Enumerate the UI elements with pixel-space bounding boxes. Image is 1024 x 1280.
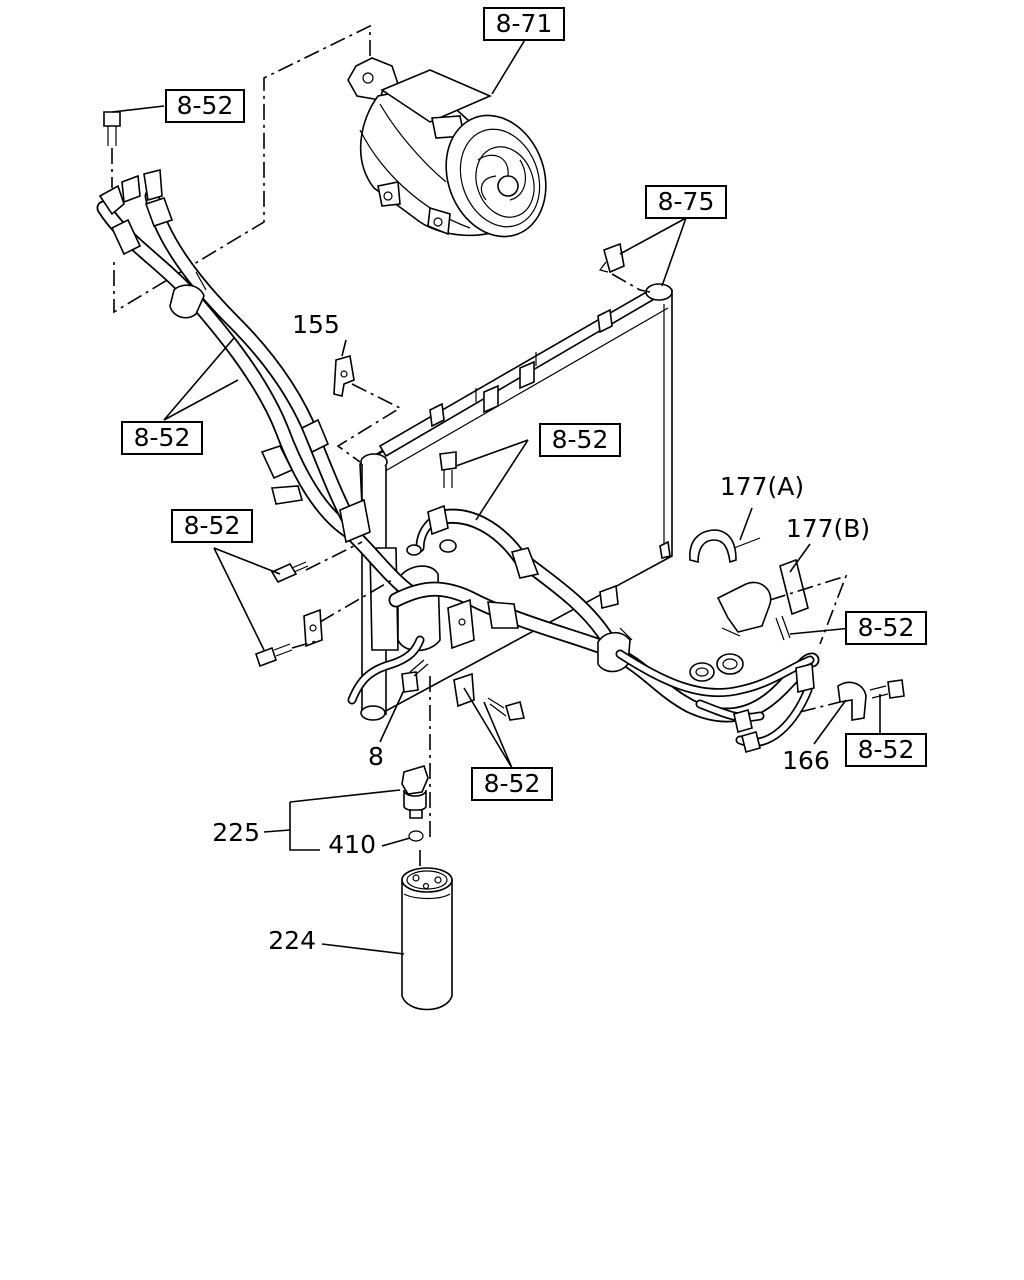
callout-bolt-bottom[interactable]: 8-52 [471,767,553,801]
callout-bracket-right-label: 8-52 [858,613,915,642]
part-166-label[interactable]: 166 [782,746,830,775]
callout-compressor[interactable]: 8-71 [483,7,565,41]
condenser-bracket-icon [598,242,651,293]
callout-bolt-center-label: 8-52 [552,425,609,454]
part-177a-label[interactable]: 177(A) [720,472,804,501]
liquid-line-icon [388,508,820,753]
clip-177b-icon [716,558,848,645]
part-177b-label[interactable]: 177(B) [786,514,870,543]
callout-clamp-left-label: 8-52 [184,511,241,540]
left-clamp-bolts-icon [254,541,393,668]
part-410-label[interactable]: 410 [328,830,376,859]
callout-bolt-top-label: 8-52 [177,91,234,120]
callout-clamp-left[interactable]: 8-52 [171,509,253,543]
discharge-suction-hoses [96,168,418,600]
receiver-bracket-icon [347,504,475,708]
callout-bolt-top[interactable]: 8-52 [165,89,245,123]
receiver-drier-icon [401,867,453,1011]
callout-hoses[interactable]: 8-52 [121,421,203,455]
part-225-label[interactable]: 225 [212,818,260,847]
part-8-label[interactable]: 8 [368,742,384,771]
callout-bolt-center[interactable]: 8-52 [539,423,621,457]
oring-icon [408,830,424,842]
clip-166-icon [799,681,867,721]
callout-compressor-label: 8-71 [496,9,553,38]
callout-bracket-right[interactable]: 8-52 [845,611,927,645]
bolt-icons [103,111,905,721]
bracket-155-icon [333,354,402,463]
ac-compressor-icon [347,57,547,238]
callout-hoses-label: 8-52 [134,423,191,452]
clip-177a-icon [689,529,761,564]
callout-bolt-bottom-label: 8-52 [484,769,541,798]
pressure-switch-icon [401,765,429,819]
callout-condenser-label: 8-75 [658,187,715,216]
callout-bolt-right[interactable]: 8-52 [845,733,927,767]
part-155-label[interactable]: 155 [292,310,340,339]
leader-lines [111,37,881,955]
part-224-label[interactable]: 224 [268,926,316,955]
callout-condenser[interactable]: 8-75 [645,185,727,219]
callout-bolt-right-label: 8-52 [858,735,915,764]
